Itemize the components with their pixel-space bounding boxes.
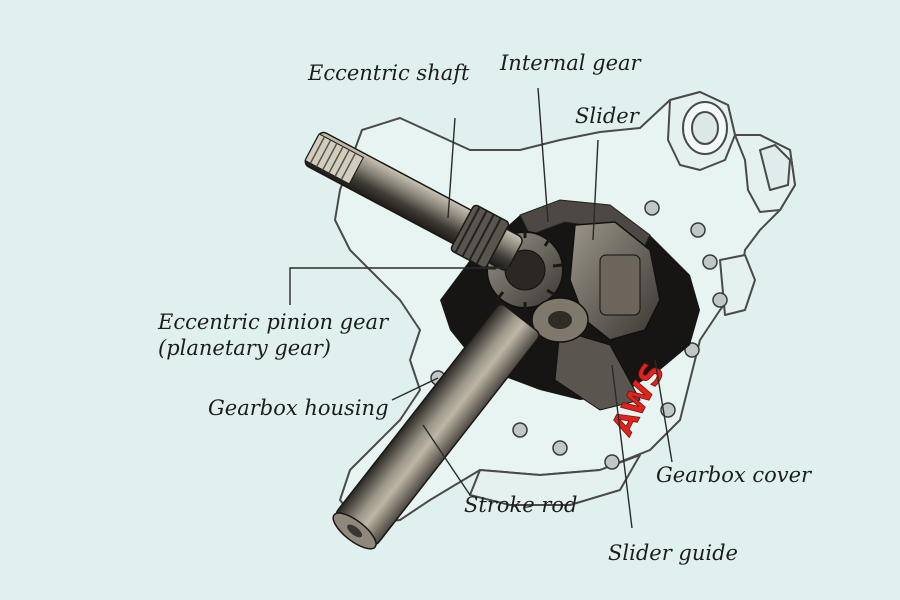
leader-slider: [592, 139, 599, 241]
label-internal-gear: Internal gear: [500, 51, 641, 75]
label-gearbox-cover: Gearbox cover: [656, 463, 812, 487]
label-gearbox-housing: Gearbox housing: [208, 396, 389, 420]
label-slider-guide: Slider guide: [608, 541, 738, 565]
label-eccentric-pinion-gear: Eccentric pinion gear (planetary gear): [158, 309, 388, 362]
leader-slider-guide: [611, 364, 633, 529]
label-eccentric-shaft: Eccentric shaft: [308, 61, 470, 85]
label-slider: Slider: [575, 104, 639, 128]
leader-lines: [289, 87, 673, 529]
leader-gearbox-cover: [654, 359, 673, 463]
label-planetary-gear: (planetary gear): [158, 336, 331, 361]
leader-eccentric-shaft: [447, 117, 456, 219]
leader-pinion: [289, 267, 510, 305]
leader-housing: [391, 377, 439, 401]
leader-stroke-rod: [422, 424, 471, 496]
label-eccentric-pinion-gear-line1: Eccentric pinion gear: [158, 310, 389, 334]
leader-internal-gear: [537, 87, 549, 223]
stroke-rod: [332, 303, 540, 550]
label-stroke-rod: Stroke rod: [464, 493, 578, 517]
eccentric-shaft: [304, 131, 523, 271]
